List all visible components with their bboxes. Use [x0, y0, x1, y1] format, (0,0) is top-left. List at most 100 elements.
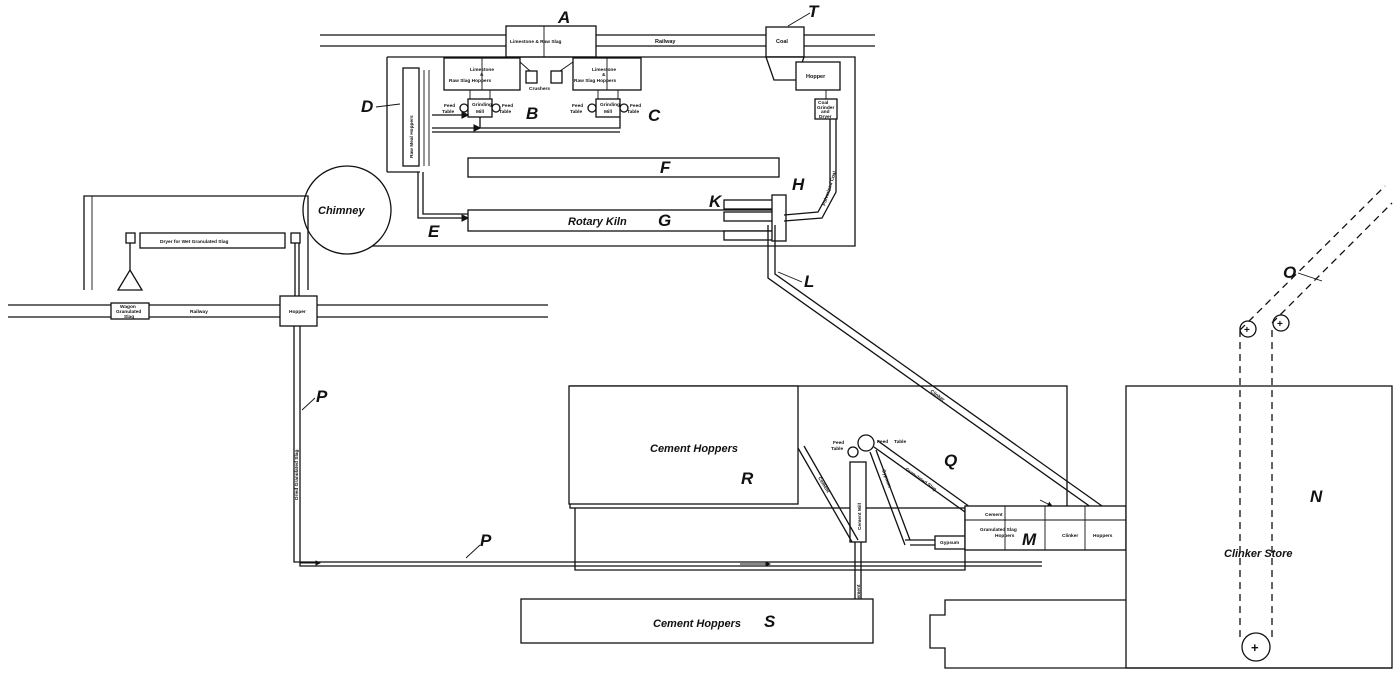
label-A: A — [557, 8, 570, 27]
svg-text:Feed: Feed — [444, 103, 455, 109]
svg-text:Clinker: Clinker — [1062, 533, 1078, 539]
dryer-building: Dryer for Wet Granulated Slag — [83, 195, 309, 296]
svg-text:Table: Table — [442, 109, 455, 115]
svg-text:Gypsum: Gypsum — [880, 469, 892, 489]
label-Q: Q — [944, 451, 957, 470]
raw-meal-hoppers: Raw Meal Hoppers D — [361, 67, 430, 167]
svg-text:Raw Slag Hoppers: Raw Slag Hoppers — [449, 78, 491, 84]
svg-text:Rotary Kiln: Rotary Kiln — [568, 216, 627, 228]
svg-text:Chimney: Chimney — [318, 205, 365, 217]
label-C: C — [648, 106, 661, 125]
long-box-F: F — [467, 157, 780, 178]
svg-text:Feed: Feed — [502, 103, 513, 109]
coal-hopper: Hopper Coal Grinder and Dryer — [795, 61, 841, 120]
svg-text:+: + — [1277, 319, 1283, 330]
svg-text:Table: Table — [831, 446, 844, 452]
raw-meal-conveyors — [432, 111, 621, 133]
label-B: B — [526, 104, 538, 123]
svg-text:Dryer for Wet Granulated Slag: Dryer for Wet Granulated Slag — [160, 239, 228, 245]
svg-text:Cement Hoppers: Cement Hoppers — [650, 443, 738, 455]
limestone-raw-slag-storage: Limestone & Raw Slag A — [505, 8, 597, 58]
svg-text:Cement: Cement — [985, 512, 1003, 518]
svg-text:Mill: Mill — [476, 109, 484, 115]
clinker-store: Clinker Store N + — [1125, 330, 1393, 669]
lower-right-building — [929, 599, 1392, 669]
svg-text:Clinker Store: Clinker Store — [1224, 548, 1292, 560]
svg-text:Wagon: Wagon — [120, 304, 136, 310]
railway-top-label: Railway — [655, 39, 676, 45]
label-F: F — [660, 158, 671, 177]
chimney: Chimney — [302, 165, 392, 255]
label-P-upper: P — [316, 387, 328, 406]
svg-text:&: & — [602, 72, 606, 78]
pulverised-coal-line: Pulverised Coal H — [783, 119, 838, 222]
svg-text:Table: Table — [894, 439, 907, 445]
slag-clinker-hoppers: Granulated Slag Hoppers Clinker Hoppers … — [964, 505, 1127, 551]
svg-text:Granulated: Granulated — [116, 309, 141, 315]
svg-text:Cement Hoppers: Cement Hoppers — [653, 618, 741, 630]
cement-hoppers-R: Cement Hoppers R — [568, 385, 799, 505]
label-N: N — [1310, 487, 1323, 506]
svg-text:Hoppers: Hoppers — [995, 533, 1015, 539]
svg-text:Railway: Railway — [190, 309, 208, 315]
svg-text:Feed: Feed — [572, 103, 583, 109]
svg-text:Hoppers: Hoppers — [1093, 533, 1113, 539]
svg-text:Slag: Slag — [124, 314, 134, 320]
label-M: M — [1022, 530, 1037, 549]
label-E: E — [428, 222, 440, 241]
left-railway: Wagon Granulated Slag Railway Hopper — [8, 295, 548, 327]
svg-text:Cement Mill: Cement Mill — [857, 503, 863, 530]
svg-text:Coal: Coal — [776, 39, 788, 45]
svg-text:Coal: Coal — [818, 100, 828, 106]
svg-text:Limestone: Limestone — [470, 67, 494, 73]
svg-text:Hopper: Hopper — [806, 74, 826, 80]
label-G: G — [658, 211, 671, 230]
clinker-conveyor: Clinker L — [767, 225, 1103, 511]
label-H: H — [792, 175, 805, 194]
dried-slag-conveyor: Dried Granulated Slag P P — [293, 326, 1042, 567]
svg-text:Granulated Slag: Granulated Slag — [980, 527, 1017, 533]
limestone-hoppers-left: Limestone & Raw Slag Hoppers Crushers Gr… — [442, 57, 550, 123]
svg-text:Table: Table — [570, 109, 583, 115]
svg-text:Raw Slag Hoppers: Raw Slag Hoppers — [574, 78, 616, 84]
label-T: T — [808, 2, 820, 21]
label-O: O — [1283, 263, 1296, 282]
rotary-kiln: Rotary Kiln G K — [467, 192, 787, 242]
svg-text:Clinker: Clinker — [929, 389, 946, 403]
svg-text:Table: Table — [499, 109, 512, 115]
label-L: L — [804, 272, 814, 291]
svg-text:&: & — [480, 72, 484, 78]
svg-text:Mill: Mill — [604, 109, 612, 115]
svg-text:+: + — [1244, 325, 1250, 336]
svg-text:Gypsum: Gypsum — [940, 540, 959, 546]
svg-text:Raw Meal Hoppers: Raw Meal Hoppers — [409, 115, 415, 158]
svg-text:Feed: Feed — [877, 439, 888, 445]
svg-text:Table: Table — [627, 109, 640, 115]
svg-text:Hopper: Hopper — [289, 309, 306, 315]
svg-text:and: and — [821, 109, 830, 115]
label-R: R — [741, 469, 754, 488]
svg-text:Feed: Feed — [630, 103, 641, 109]
coal-bin: Coal T — [765, 2, 820, 81]
arrow-marks — [300, 499, 1053, 567]
cement-hoppers-S: Cement Hoppers S — [520, 598, 874, 644]
svg-text:Grinder: Grinder — [817, 105, 834, 111]
kiln-feed-line: E — [417, 172, 470, 241]
label-K: K — [709, 192, 723, 211]
svg-text:+: + — [1251, 640, 1259, 655]
svg-text:Limestone & Raw Slag: Limestone & Raw Slag — [510, 39, 562, 45]
label-D: D — [361, 97, 373, 116]
svg-text:Limestone: Limestone — [592, 67, 616, 73]
svg-text:Feed: Feed — [833, 440, 844, 446]
svg-text:Grinding: Grinding — [600, 102, 620, 108]
conveyor-O: + + O — [1239, 185, 1393, 338]
svg-text:Grinding: Grinding — [472, 102, 492, 108]
main-building — [365, 56, 856, 247]
svg-text:Dried Granulated Slag: Dried Granulated Slag — [294, 450, 300, 500]
svg-text:Crushers: Crushers — [529, 86, 550, 92]
label-S: S — [764, 612, 776, 631]
limestone-hoppers-right: Limestone & Raw Slag Hoppers Grinding Mi… — [550, 57, 661, 125]
svg-text:Cement: Cement — [856, 584, 862, 602]
label-P-lower: P — [480, 531, 492, 550]
